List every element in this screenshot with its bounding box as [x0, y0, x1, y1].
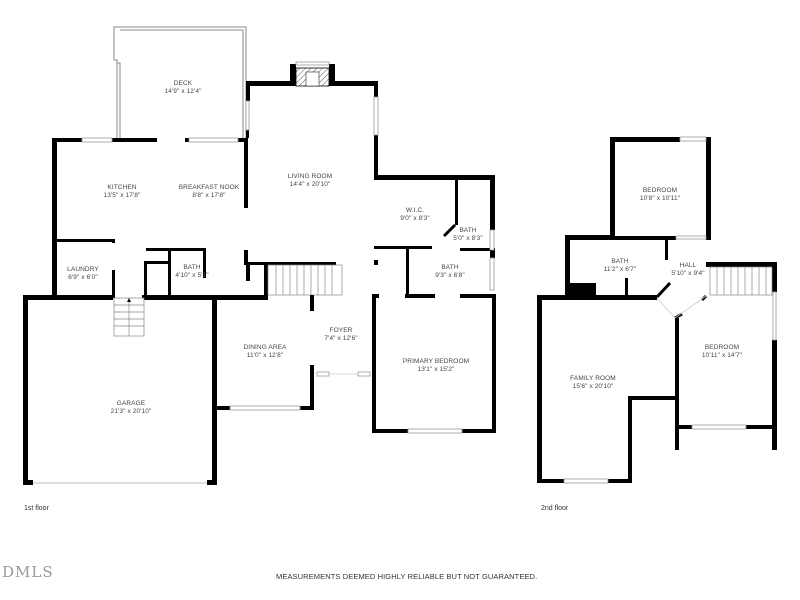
stairs-living	[267, 264, 343, 296]
walls-primary-bedroom	[372, 294, 496, 433]
walls-primary-suite	[374, 175, 495, 296]
room-label-wic: W.I.C.9'0" x 8'3"	[400, 207, 430, 222]
dmls-logo: DMLS	[2, 563, 54, 581]
kitchen-windows	[81, 137, 239, 143]
second-floor-plan	[537, 136, 777, 484]
second-floor-windows	[563, 136, 777, 484]
disclaimer-text: MEASUREMENTS DEEMED HIGHLY RELIABLE BUT …	[276, 572, 538, 581]
deck-outline	[113, 26, 247, 138]
dining-window	[229, 405, 301, 411]
walls-garage	[23, 295, 217, 485]
stairs-garage	[113, 297, 145, 337]
walls-living-room	[246, 64, 378, 296]
walls-dining	[214, 295, 314, 410]
stair-arrow-icon	[127, 298, 131, 302]
primary-bedroom-window	[407, 428, 463, 434]
stairs-second-floor	[709, 266, 773, 296]
floor-caption-second: 2nd floor	[541, 505, 569, 512]
first-floor-plan	[23, 26, 496, 485]
walls-kitchen	[52, 138, 248, 298]
walls-second-floor	[537, 137, 777, 483]
floor-caption-first: 1st floor	[24, 505, 49, 512]
bath-windows	[489, 229, 495, 291]
living-room-windows	[245, 61, 379, 136]
